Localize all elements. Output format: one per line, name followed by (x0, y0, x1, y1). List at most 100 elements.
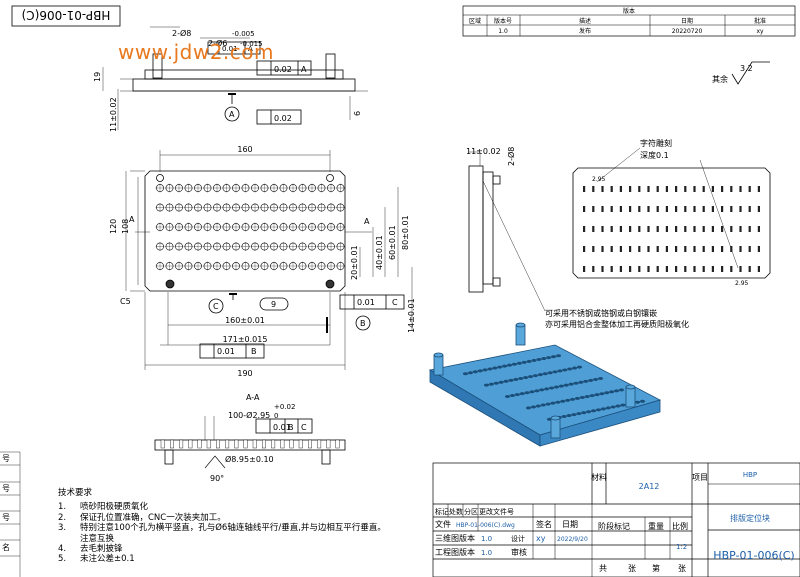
iso-hole (618, 388, 625, 392)
engrave-mark (592, 226, 595, 232)
dim-14: 14±0.01 (407, 298, 416, 333)
hole-mark (250, 203, 260, 212)
iso-hole (550, 401, 556, 405)
sheets-index-label: 第 (652, 563, 660, 573)
hole-mark (193, 183, 203, 193)
iso-hole (506, 363, 513, 367)
sec-angle-90: 90° (210, 474, 224, 483)
hole-mark (317, 261, 326, 271)
hole-mark (241, 183, 250, 193)
hole-mark (212, 183, 222, 193)
section-hole (179, 439, 184, 449)
hole-mark (174, 203, 184, 212)
engrave-mark (665, 206, 668, 212)
iso-hole (497, 365, 503, 369)
roughness-value: 3.2 (740, 64, 753, 73)
note-item: 注意互换 (80, 533, 115, 544)
iso-hole (536, 357, 542, 361)
engrave-mark (693, 186, 696, 192)
datum-c: C (213, 302, 219, 311)
engrave-mark (702, 206, 705, 212)
section-hole (335, 439, 340, 449)
iso-hole (558, 384, 564, 388)
engrave-mark (629, 186, 632, 192)
hole-mark (288, 261, 298, 271)
tol-0-01-c-val: 0.01 (357, 298, 375, 307)
hole-mark (203, 183, 212, 193)
hole-mark (307, 203, 317, 212)
engraving-view (572, 147, 771, 279)
engrave-mark (730, 186, 733, 192)
iso-hole (526, 359, 532, 363)
hole-mark (250, 222, 260, 232)
section-hole (215, 439, 220, 449)
dim-160-top: 160 (237, 145, 252, 154)
engrave-mark (721, 246, 724, 252)
section-hole (262, 439, 266, 449)
rev-header-date: 日期 (681, 17, 693, 25)
iso-hole (578, 380, 584, 384)
iso-hole (569, 397, 576, 401)
hole-mark (222, 203, 231, 212)
dim-parallel: 0.02 (274, 65, 292, 74)
engrave-mark (583, 226, 586, 232)
note-item: 2.保证孔位置准确，CNC一次装夹加工。 (57, 512, 226, 523)
iso-hole (590, 409, 597, 413)
hole-mark (269, 242, 279, 251)
iso-hole (555, 354, 562, 358)
iso-hole (542, 372, 548, 376)
hole-mark (288, 183, 298, 193)
section-hole (252, 439, 257, 449)
hole-mark (155, 261, 165, 271)
section-hole (206, 439, 211, 449)
hole-mark (307, 183, 317, 193)
dim-2-d8: 2-Ø8 (172, 28, 191, 38)
hole-mark (203, 261, 212, 271)
engraving-marks (583, 186, 760, 272)
callout-9: 9 (271, 300, 276, 309)
designer-value: xy (536, 534, 546, 543)
edge-label-2: 号 (2, 484, 10, 493)
engrave-mark (748, 206, 751, 212)
iso-hole (579, 395, 585, 399)
iso-hole (493, 381, 499, 385)
engrave-mark (638, 186, 641, 192)
iso-hole (553, 385, 560, 389)
hole-mark (307, 261, 317, 271)
section-hole (188, 439, 193, 449)
iso-view (428, 322, 662, 447)
roughness-label: 其余 (712, 74, 728, 84)
engrave-mark (702, 246, 705, 252)
hole-mark (279, 203, 288, 212)
sec-dim-8-95: Ø8.95±0.10 (225, 454, 274, 464)
sheets-unit-1: 张 (628, 564, 636, 573)
iso-hole (600, 407, 606, 411)
section-hole (317, 439, 322, 449)
hole-mark (250, 242, 260, 251)
iso-hole (576, 365, 583, 369)
hole-mark (174, 242, 184, 251)
iso-hole (534, 389, 540, 393)
engrave-mark (711, 246, 714, 252)
engrave-mark (665, 266, 668, 272)
engrave-label-top: 2.95 (592, 176, 606, 183)
iso-hole (610, 405, 616, 409)
engrave-mark (730, 266, 733, 272)
engrave-mark (739, 246, 742, 252)
engrave-mark (711, 226, 714, 232)
section-title: A-A (246, 393, 260, 402)
note-item: 1.喷砂阳极硬质氧化 (57, 502, 149, 513)
hole-mark (317, 183, 326, 193)
project-value: HBP (743, 471, 757, 479)
hole-mark (288, 203, 298, 212)
iso-hole (594, 393, 600, 397)
engrave-mark (629, 226, 632, 232)
hole-mark (241, 242, 250, 251)
engrave-mark (629, 246, 632, 252)
engrave-mark (647, 246, 650, 252)
eng-label: 工程图版本 (435, 547, 475, 557)
engrave-mark (619, 186, 622, 192)
hole-mark (212, 242, 222, 251)
left-edge-labels: 号 号 号 名 (0, 451, 21, 577)
hole-mark (193, 261, 203, 271)
